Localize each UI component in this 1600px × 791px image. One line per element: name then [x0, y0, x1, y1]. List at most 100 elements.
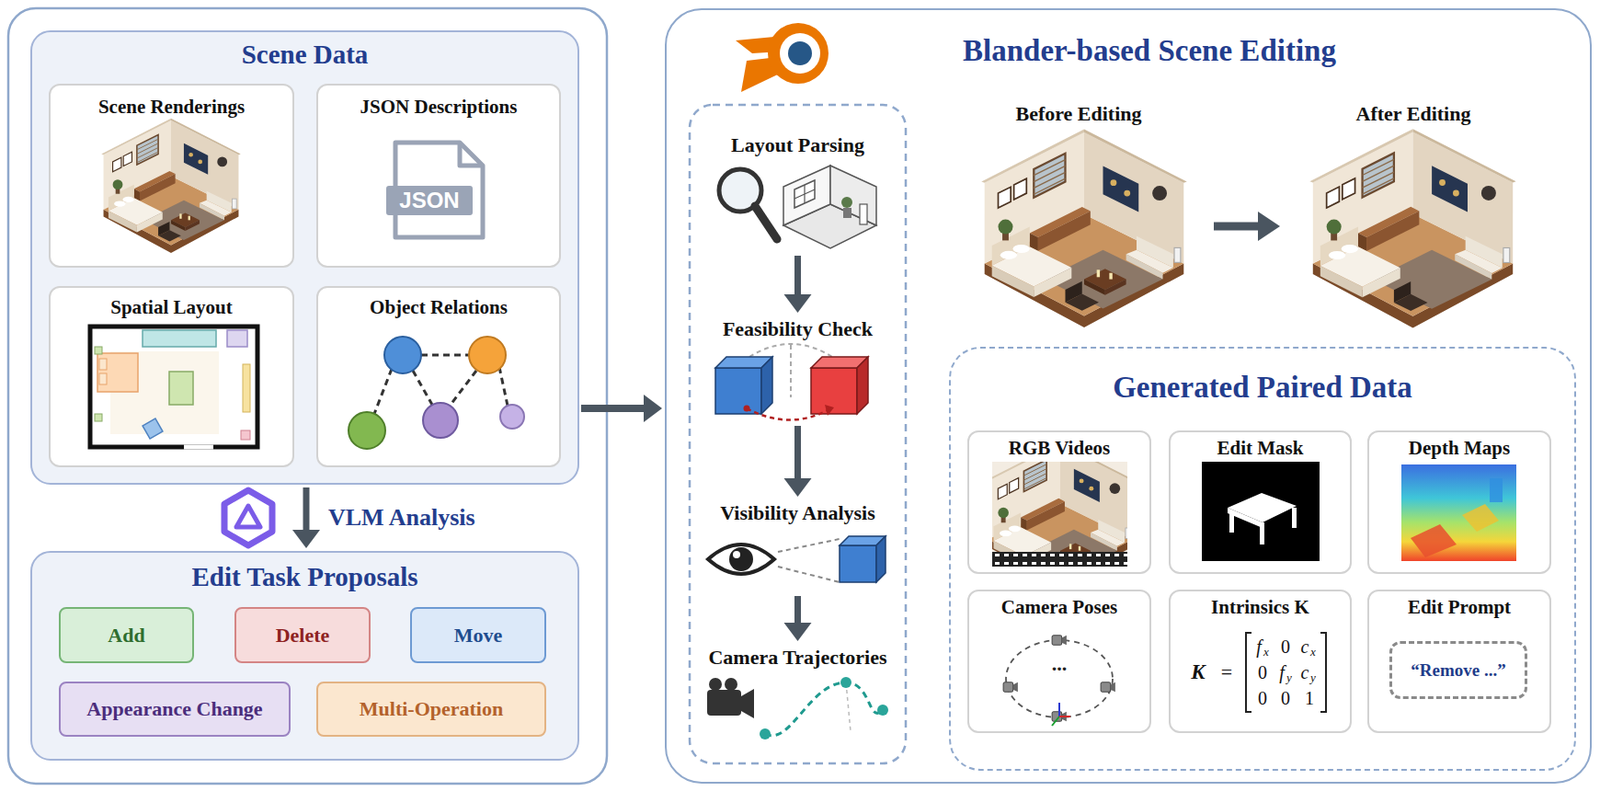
feasibility-icon — [715, 343, 869, 421]
floor-plan — [110, 351, 219, 435]
floor-plan — [240, 430, 251, 440]
node-title: Generated Paired Data — [1112, 370, 1413, 406]
parse-icon — [754, 205, 778, 240]
label-holder: After Editing — [1356, 102, 1472, 126]
floor-plan — [90, 326, 258, 447]
rgb-video — [985, 442, 1135, 586]
feasibility-icon — [761, 356, 773, 414]
label-holder: x — [1310, 645, 1316, 659]
matrix-brackets — [1245, 632, 1326, 712]
parse-icon — [843, 207, 852, 218]
label-text: f — [1256, 636, 1262, 657]
outer-panel — [8, 8, 607, 784]
pipeline-step: Visibility Analysis — [694, 499, 902, 594]
json-icon — [459, 142, 483, 166]
trajectory-icon — [840, 676, 852, 688]
depth-map — [1401, 464, 1517, 561]
visibility-icon — [708, 544, 775, 574]
arrow-shaft — [581, 404, 646, 412]
node-title: Depth Maps — [1408, 436, 1510, 459]
visibility-icon — [839, 536, 886, 546]
trajectory-icon — [759, 728, 771, 740]
task-button: Move — [410, 606, 547, 663]
floor-plan — [242, 364, 251, 412]
node-title: “Remove ...” — [1410, 660, 1506, 681]
edge-label: VLM Analysis — [328, 503, 476, 532]
arrow-shaft — [303, 487, 310, 532]
edit-arrow — [1213, 222, 1262, 231]
floor-plan — [97, 353, 138, 392]
floor-plan — [169, 371, 194, 405]
label-text: Before Editing — [1015, 102, 1142, 126]
output-card: Depth Maps — [1367, 430, 1552, 574]
trajectory-icon — [724, 677, 738, 691]
feasibility-icon — [824, 404, 835, 416]
label-text: y — [1286, 671, 1292, 685]
visibility-icon — [708, 536, 886, 583]
parse-icon — [783, 165, 831, 226]
depth-map — [1401, 464, 1517, 561]
node-title: Visibility Analysis — [720, 501, 876, 525]
label-text: c — [1301, 662, 1310, 683]
before-scene — [981, 129, 1187, 328]
scene-render — [171, 213, 200, 231]
arrow-shaft — [794, 595, 801, 625]
matrix-brackets — [1245, 632, 1252, 712]
parse-icon — [794, 180, 815, 208]
blender-logo — [767, 22, 829, 84]
blender-logo — [741, 57, 784, 92]
parse-icon — [794, 184, 815, 204]
node-title: Appearance Change — [86, 697, 263, 720]
vlm-icon — [236, 505, 261, 527]
node-title: Spatial Layout — [110, 296, 232, 319]
label-holder: 0 — [1257, 662, 1268, 683]
flow-arrow — [784, 255, 812, 313]
label-text: 0 — [1257, 662, 1268, 683]
data-card: Scene Renderings — [48, 83, 295, 268]
task-button: Delete — [234, 606, 371, 663]
node-title: Delete — [275, 623, 331, 647]
output-card: RGB Videos — [967, 430, 1152, 574]
node-title: Edit Task Proposals — [191, 561, 418, 593]
floor-plan — [94, 413, 103, 422]
trajectory-icon — [741, 688, 755, 719]
node-title: Layout Parsing — [731, 133, 865, 157]
visibility-icon — [729, 547, 754, 572]
feasibility-icon — [749, 343, 833, 357]
arrow-head — [292, 529, 320, 549]
relation-graph — [374, 354, 508, 414]
feasibility-icon — [857, 356, 869, 414]
trajectory-icon — [845, 682, 851, 732]
trajectory-icon — [707, 676, 889, 740]
output-card: Edit Prompt“Remove ...” — [1367, 589, 1552, 733]
feasibility-icon — [743, 405, 751, 412]
feasibility-icon — [715, 367, 762, 414]
label-holder: y — [1286, 671, 1292, 685]
arrow-head — [784, 478, 812, 497]
trajectory-icon — [708, 677, 722, 691]
label-text: f — [1279, 662, 1285, 683]
camera-poses — [1051, 635, 1067, 646]
label-holder: 1 — [1304, 687, 1315, 709]
rgb-video — [992, 461, 1128, 554]
edit-mask — [1201, 461, 1320, 561]
data-card: Spatial Layout — [48, 285, 295, 468]
data-card: JSON Descriptions — [316, 83, 561, 268]
label-text: JSON — [399, 188, 459, 213]
relation-graph — [468, 336, 506, 374]
arrow-shaft — [794, 425, 801, 480]
edge-label-holder: VLM Analysis — [328, 503, 476, 532]
feasibility-icon — [746, 408, 828, 421]
task-button: Add — [58, 606, 195, 663]
flow-arrow — [784, 595, 812, 641]
depth-map — [1462, 503, 1499, 532]
node-title: Intrinsics K — [1211, 595, 1310, 618]
relation-graph — [384, 336, 422, 374]
edit-mask — [1201, 461, 1320, 561]
depth-map — [1410, 524, 1457, 558]
label-text: x — [1310, 645, 1316, 659]
output-card: Edit Mask — [1168, 430, 1352, 574]
node-title: Scene Data — [241, 39, 369, 70]
node-title: Add — [107, 623, 145, 647]
label-holder: 0 — [1257, 687, 1268, 709]
